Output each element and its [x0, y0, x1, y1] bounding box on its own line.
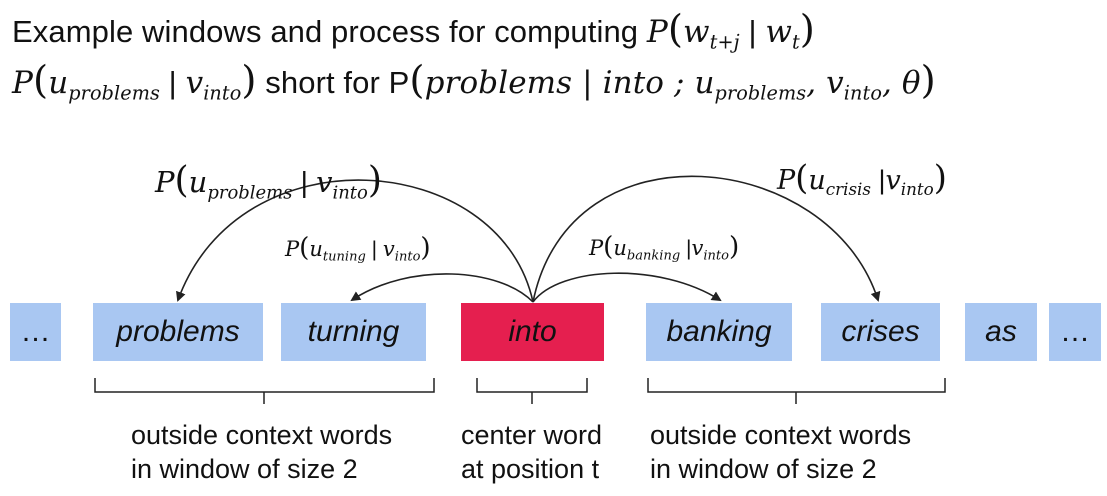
word-box-as: as [965, 303, 1037, 361]
arc-problems [176, 179, 534, 303]
word-box-crises: crises [821, 303, 940, 361]
arc-tuning [350, 273, 534, 303]
caption-right: outside context words in window of size … [650, 420, 912, 484]
title2-formula-left: P(uproblems | vinto) [12, 58, 257, 105]
title-formula: P(wt+j | wt) [646, 7, 816, 54]
arc-label-crisis: P(ucrisis |vinto) [777, 158, 947, 199]
arc-label-tuning: P(utuning | vinto) [285, 233, 431, 265]
brace-center [476, 378, 588, 404]
word-box-ellipsis-left: … [10, 303, 61, 361]
caption-left: outside context words in window of size … [131, 420, 393, 484]
arc-label-problems: P(uproblems | vinto) [155, 158, 382, 204]
word-box-banking: banking [646, 303, 792, 361]
arc-label-banking: P(ubanking |vinto) [589, 232, 740, 264]
title2-middle-text: short for P [256, 65, 410, 100]
title-line-2: P(uproblems | vinto) short for P(problem… [12, 58, 936, 105]
word-box-turning: turning [281, 303, 426, 361]
caption-center: center word at position t [461, 420, 603, 484]
title-prefix: Example windows and process for computin… [12, 14, 647, 49]
word-box-ellipsis-right: … [1049, 303, 1101, 361]
arc-banking [532, 272, 722, 303]
title-line-1: Example windows and process for computin… [12, 7, 815, 54]
title2-formula-right: (problems | into ; uproblems, vinto, θ) [409, 58, 936, 105]
brace-right [647, 378, 946, 404]
arc-crises [532, 175, 881, 303]
word-box-into: into [461, 303, 604, 361]
word-box-problems: problems [93, 303, 263, 361]
brace-left [94, 378, 435, 404]
